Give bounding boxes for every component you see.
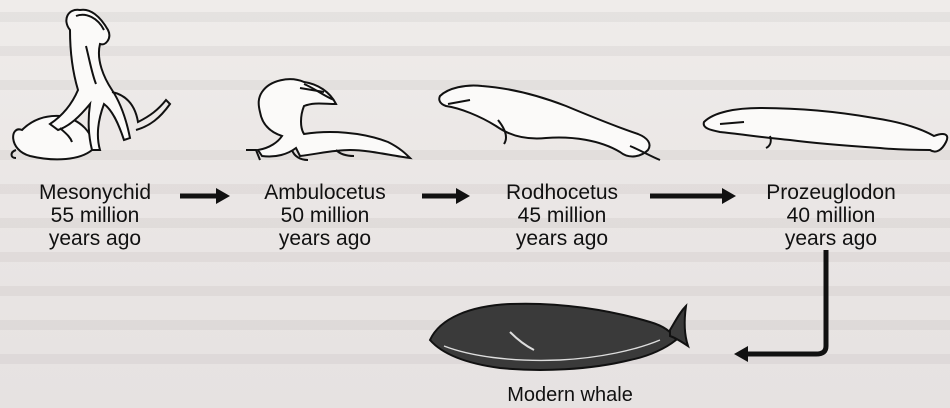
stage-name: Ambulocetus — [230, 181, 420, 204]
stage-age: 40 million — [736, 204, 926, 227]
modern-whale-illustration — [430, 304, 688, 370]
arrow-4-icon — [734, 250, 826, 362]
stage-suffix: years ago — [736, 227, 926, 250]
stage-label-mesonychid: Mesonychid 55 million years ago — [0, 181, 190, 250]
mesonychid-illustration — [12, 10, 171, 160]
rodhocetus-illustration — [439, 85, 660, 160]
arrow-2-icon — [422, 188, 470, 204]
stage-name: Rodhocetus — [467, 181, 657, 204]
stage-age: 55 million — [0, 204, 190, 227]
stage-suffix: years ago — [467, 227, 657, 250]
stage-name: Mesonychid — [0, 181, 190, 204]
stage-suffix: years ago — [230, 227, 420, 250]
final-stage-label: Modern whale — [470, 384, 670, 407]
stage-age: 45 million — [467, 204, 657, 227]
stage-label-rodhocetus: Rodhocetus 45 million years ago — [467, 181, 657, 250]
prozeuglodon-illustration — [704, 108, 948, 152]
stage-name: Prozeuglodon — [736, 181, 926, 204]
stage-label-prozeuglodon: Prozeuglodon 40 million years ago — [736, 181, 926, 250]
stage-age: 50 million — [230, 204, 420, 227]
stage-label-ambulocetus: Ambulocetus 50 million years ago — [230, 181, 420, 250]
ambulocetus-illustration — [246, 79, 410, 160]
stage-suffix: years ago — [0, 227, 190, 250]
arrow-3-icon — [650, 188, 736, 204]
